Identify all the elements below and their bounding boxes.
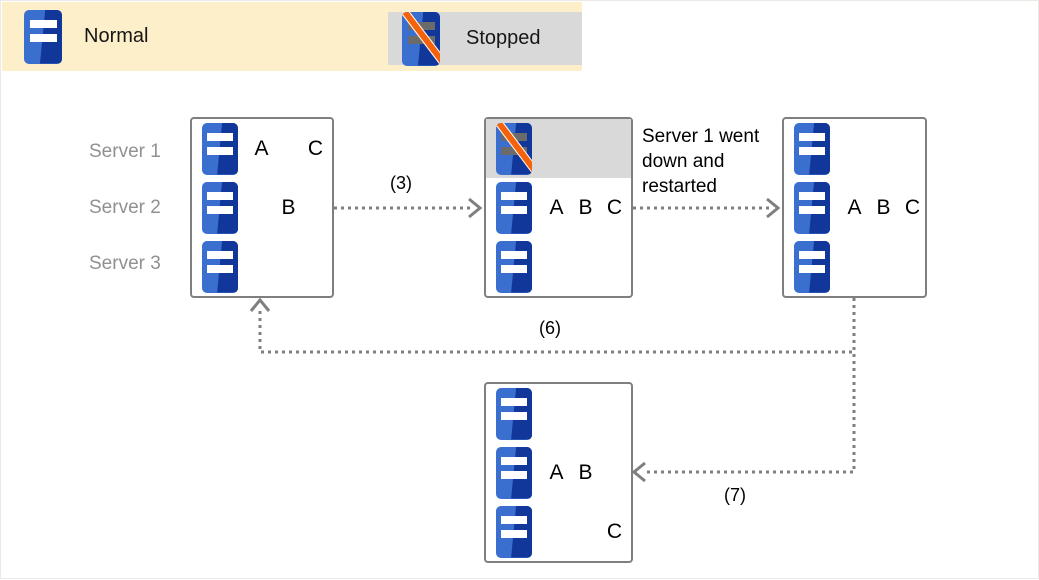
state-box-server1-restarted: A B C: [782, 117, 927, 298]
server-icon: [202, 181, 238, 234]
server-icon: [794, 122, 830, 175]
server-icon-bar-bottom: [799, 264, 825, 273]
server-icon-bar-bottom: [30, 33, 57, 42]
edge-label-7: (7): [724, 485, 746, 505]
partition-cell: [275, 137, 302, 161]
table-row: [784, 237, 925, 296]
partition-cells: C: [542, 520, 629, 544]
table-row: [784, 119, 925, 178]
edge-label-3: (3): [390, 173, 412, 193]
partition-cell: [542, 520, 571, 544]
table-row: [486, 237, 631, 296]
server-icon-bar-top: [501, 250, 527, 259]
server-icon: [202, 240, 238, 293]
edge-3-arrowhead: [468, 197, 483, 219]
server-icon-bar-bottom: [501, 411, 527, 420]
table-row: C: [486, 502, 631, 561]
server-icon: [794, 181, 830, 234]
server-icon-bar-bottom: [207, 146, 233, 155]
partition-cell: B: [578, 195, 593, 219]
edge-6-arrowhead: [249, 297, 271, 312]
state-box-server1-down: A B C: [484, 117, 633, 298]
table-row: [486, 119, 631, 178]
legend-label-stopped: Stopped: [466, 27, 541, 49]
server-icon-bar-top: [207, 191, 233, 200]
server-stopped-icon: [496, 122, 532, 175]
row-label-server-2: Server 2: [89, 197, 161, 218]
partition-cells: B: [248, 196, 329, 220]
row-label-server-3: Server 3: [89, 253, 161, 274]
edge-7-line: [644, 298, 856, 474]
server-icon-bar-top: [799, 250, 825, 259]
server-icon: [496, 446, 532, 499]
server-icon: [202, 122, 238, 175]
partition-cell: A: [549, 195, 564, 219]
partition-cell: A: [549, 460, 564, 484]
server-stopped-icon: [402, 11, 440, 66]
partition-cells: A B C: [542, 196, 629, 220]
partition-cells: A B C: [840, 196, 927, 220]
partition-cells: A C: [248, 137, 329, 161]
legend-item-stopped: Stopped: [388, 11, 582, 66]
table-row: A B: [486, 443, 631, 502]
partition-cells: A B: [542, 461, 629, 485]
server-icon: [794, 240, 830, 293]
partition-cell: C: [606, 519, 623, 543]
table-row: A B C: [784, 178, 925, 237]
table-row: [486, 384, 631, 443]
legend-item-normal: Normal: [24, 9, 162, 64]
row-label-server-1: Server 1: [89, 141, 161, 162]
partition-cell: B: [578, 460, 593, 484]
partition-cell: C: [606, 195, 623, 219]
server-icon-bar-bottom: [501, 529, 527, 538]
legend-bar: Normal Stopped: [2, 2, 582, 71]
state-box-initial: A C B: [190, 117, 334, 298]
partition-cell: [571, 520, 600, 544]
server-icon-bar-top: [799, 132, 825, 141]
server-icon-bar-top: [501, 456, 527, 465]
server-icon-bar-bottom: [799, 205, 825, 214]
partition-cell: [248, 196, 275, 220]
partition-cell: C: [307, 136, 324, 160]
server-icon-bar-top: [30, 19, 57, 28]
server-icon-bar-bottom: [501, 205, 527, 214]
server-icon-bar-bottom: [501, 470, 527, 479]
server-icon-bar-bottom: [207, 205, 233, 214]
partition-cell: B: [281, 195, 296, 219]
table-row: A C: [192, 119, 332, 178]
annotation-server1-restart: Server 1 went down and restarted: [642, 126, 760, 197]
edge-restart-arrowhead: [766, 197, 781, 219]
server-icon: [496, 505, 532, 558]
server-icon-bar-bottom: [501, 264, 527, 273]
server-icon-bar-top: [501, 515, 527, 524]
server-icon: [24, 9, 62, 64]
edge-label-6: (6): [539, 318, 561, 338]
server-icon: [496, 240, 532, 293]
server-icon-bar-top: [501, 397, 527, 406]
partition-cell: [600, 461, 629, 485]
table-row: [192, 237, 332, 296]
table-row: A B C: [486, 178, 631, 237]
state-box-rebalanced: A B C: [484, 382, 633, 563]
server-icon-bar-top: [799, 191, 825, 200]
server-icon-bar-top: [207, 132, 233, 141]
server-icon: [496, 181, 532, 234]
server-icon-bar-bottom: [207, 264, 233, 273]
partition-cell: A: [254, 136, 269, 160]
partition-cell: [302, 196, 329, 220]
table-row: B: [192, 178, 332, 237]
legend-label-normal: Normal: [84, 25, 149, 47]
server-stopped-icon-bar-top: [408, 21, 435, 30]
partition-cell: B: [876, 195, 891, 219]
server-icon: [496, 387, 532, 440]
partition-cell: A: [847, 195, 862, 219]
edge-7-arrowhead: [631, 461, 646, 483]
server-icon-bar-bottom: [799, 146, 825, 155]
server-icon-bar-top: [207, 250, 233, 259]
server-icon-bar-top: [501, 191, 527, 200]
partition-cell: C: [904, 195, 921, 219]
